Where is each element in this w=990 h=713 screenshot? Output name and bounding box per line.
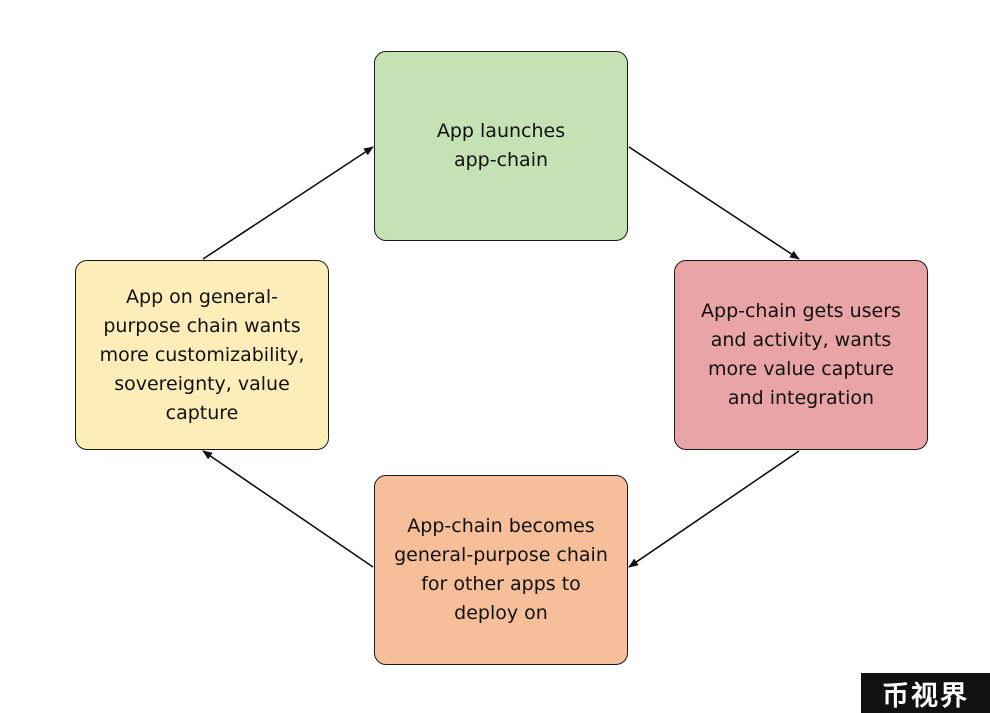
node-app-launches-app-chain: App launches app-chain (374, 51, 628, 241)
watermark-logo: 币视界 (861, 673, 990, 713)
node-label: App-chain gets users and activity, wants… (701, 300, 901, 409)
arrow-bottom-to-left (202, 450, 374, 568)
node-label: App launches app-chain (436, 120, 566, 171)
arrow-right-to-bottom (628, 450, 800, 568)
node-app-on-general-purpose-chain: App on general- purpose chain wants more… (75, 260, 329, 450)
node-app-chain-becomes-general-purpose: App-chain becomes general-purpose chain … (374, 475, 628, 665)
watermark-text: 币视界 (882, 680, 969, 712)
arrow-left-to-top (202, 146, 374, 260)
node-app-chain-gets-users: App-chain gets users and activity, wants… (674, 260, 928, 450)
node-label: App-chain becomes general-purpose chain … (394, 515, 608, 624)
node-label: App on general- purpose chain wants more… (99, 285, 305, 424)
arrow-top-to-right (628, 146, 800, 260)
